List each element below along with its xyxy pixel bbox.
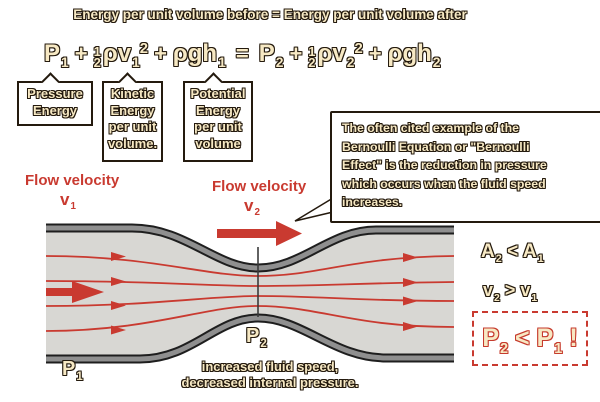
streamline-arrowhead bbox=[403, 296, 418, 306]
throat-caption: increased fluid speed, decreased interna… bbox=[120, 359, 420, 391]
v1-symbol: v1 bbox=[60, 190, 76, 213]
v2-symbol: v2 bbox=[244, 196, 260, 219]
flow-arrow-narrow-section bbox=[217, 221, 302, 246]
callout-line: Bernoulli Equation or "Bernoulli bbox=[342, 139, 530, 154]
kinetic-energy-label-box: Kinetic Energy per unit volume. bbox=[102, 81, 163, 162]
streamline bbox=[256, 295, 455, 302]
label-line: volume. bbox=[107, 135, 158, 151]
bernoulli-effect-callout: The often cited example of the Bernoulli… bbox=[330, 111, 600, 223]
streamline-arrowhead bbox=[111, 277, 126, 286]
flow-arrow-wide-section bbox=[46, 281, 104, 303]
streamline bbox=[256, 305, 455, 328]
p2-label: P2 bbox=[246, 325, 267, 351]
eq-term-potential2: ρgh2 bbox=[387, 40, 441, 71]
streamline-arrowhead bbox=[403, 278, 418, 287]
label-line: Kinetic bbox=[110, 86, 155, 101]
streamline-arrowhead bbox=[403, 322, 418, 331]
streamline-arrowhead bbox=[111, 252, 126, 261]
eq-equals: = bbox=[235, 41, 249, 66]
callout-pointer bbox=[294, 196, 334, 222]
flow-velocity-label-2: Flow velocity bbox=[212, 178, 307, 195]
pressure-energy-label-box: Pressure Energy bbox=[17, 81, 93, 126]
tube-top-wall bbox=[46, 225, 454, 271]
streamline bbox=[45, 255, 258, 277]
streamline bbox=[45, 280, 258, 287]
label-line: per unit bbox=[194, 119, 242, 134]
eq-plus: + bbox=[154, 41, 167, 66]
streamline-arrowhead bbox=[111, 301, 126, 310]
eq-plus: + bbox=[368, 41, 382, 66]
streamline bbox=[45, 295, 258, 307]
callout-line: which occurs when the fluid speed bbox=[342, 176, 546, 191]
pressure-comparison: P2 < P1 ! bbox=[482, 324, 578, 357]
flow-velocity-label-1: Flow velocity bbox=[25, 172, 120, 189]
streamline bbox=[256, 255, 455, 277]
streamline bbox=[45, 305, 258, 332]
pressure-comparison-box: P2 < P1 ! bbox=[472, 311, 588, 366]
page-title: Energy per unit volume before = Energy p… bbox=[73, 7, 467, 22]
eq-term-potential1: ρgh1 bbox=[172, 40, 226, 71]
velocity-comparison: v2 > v1 bbox=[483, 280, 538, 304]
p1-label: P1 bbox=[62, 358, 83, 384]
eq-plus: + bbox=[74, 41, 88, 66]
eq-term-p1: P1 bbox=[44, 40, 69, 71]
potential-energy-label-box: Potential Energy per unit volume bbox=[183, 81, 253, 162]
callout-line: Effect" is the reduction in pressure bbox=[342, 158, 547, 173]
callout-line: increases. bbox=[342, 195, 403, 210]
label-line: Energy bbox=[195, 102, 241, 118]
area-comparison: A2 < A1 bbox=[481, 241, 544, 265]
tube-top-wall-edge bbox=[46, 223, 454, 273]
caption-line: increased fluid speed, bbox=[201, 359, 339, 374]
streamline-arrowhead bbox=[111, 325, 126, 335]
label-line: Energy bbox=[110, 102, 155, 118]
streamline bbox=[256, 281, 455, 287]
label-line: Energy bbox=[32, 102, 78, 118]
label-line: per unit bbox=[108, 119, 157, 134]
callout-line: The often cited example of the bbox=[342, 121, 519, 135]
label-line: Potential bbox=[190, 86, 246, 101]
eq-term-p2: P2 bbox=[258, 40, 284, 71]
label-line: volume bbox=[195, 135, 241, 151]
eq-plus: + bbox=[289, 41, 303, 66]
streamline-arrowhead bbox=[403, 253, 418, 262]
caption-line: decreased internal pressure. bbox=[181, 375, 359, 390]
label-line: Pressure bbox=[27, 86, 83, 101]
